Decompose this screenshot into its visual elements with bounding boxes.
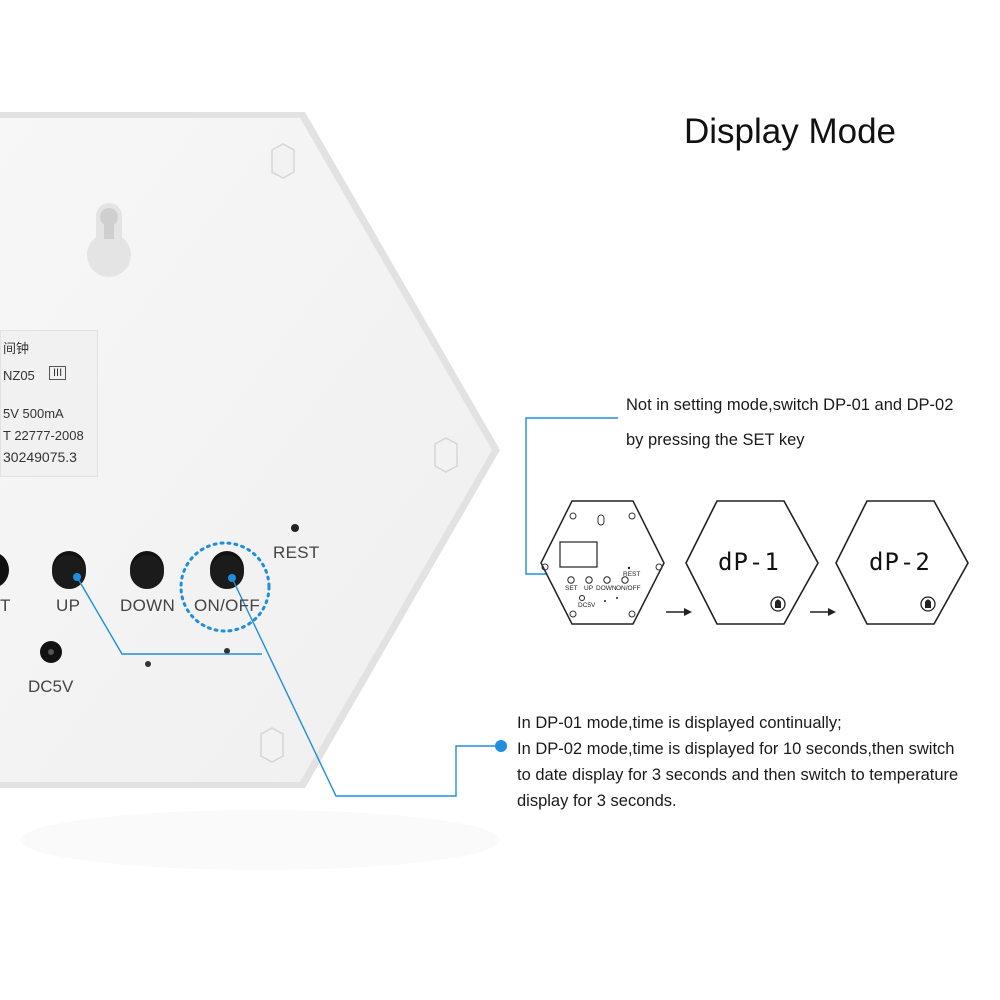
diagram-label-dc5v: DC5V <box>578 602 596 609</box>
note-bottom-line3: to date display for 3 seconds and then s… <box>517 766 959 784</box>
bullet-dot-icon <box>495 740 507 752</box>
arrow-right-icon <box>666 608 692 616</box>
leader-line-up-on-off <box>76 576 497 797</box>
rest-pinhole[interactable] <box>291 524 299 532</box>
set-button-label: T <box>0 596 11 615</box>
label-line: 间钟 <box>3 341 30 356</box>
hex-screw-icon <box>260 727 284 763</box>
diagram-device-back <box>540 500 665 625</box>
dc5v-label: DC5V <box>28 677 74 696</box>
set-button[interactable] <box>0 552 9 588</box>
clock-device-back <box>0 112 500 870</box>
on-off-button-label: ON/OFF <box>194 596 261 615</box>
down-button-label: DOWN <box>120 596 176 615</box>
diagram-label-down: DOWN <box>596 585 617 592</box>
hex-screw-icon <box>434 437 458 473</box>
bell-icon <box>770 596 786 612</box>
diagram-label-set: SET <box>565 585 578 592</box>
diagram-label-on-off: ON/OFF <box>616 585 641 592</box>
rating-label-sticker: 间钟 NZ05 III 5V 500mA T 22777-2008 302490… <box>0 330 98 477</box>
mic-hole <box>224 648 230 654</box>
screen-readout-dp2: dP-2 <box>869 548 931 576</box>
label-line: 30249075.3 <box>3 449 77 465</box>
mic-hole <box>145 661 151 667</box>
leader-line-top-note <box>525 417 618 575</box>
page-title: Display Mode <box>683 112 897 151</box>
note-top-line2: by pressing the SET key <box>626 431 805 449</box>
diagram-label-rest: REST <box>623 571 641 578</box>
screen-readout-dp1: dP-1 <box>718 548 780 576</box>
on-off-button[interactable] <box>179 541 271 633</box>
down-button[interactable] <box>130 551 164 589</box>
note-bottom-line2: In DP-02 mode,time is displayed for 10 s… <box>517 740 955 758</box>
label-line: NZ05 <box>3 368 35 383</box>
diagram-label-up: UP <box>584 585 594 592</box>
rest-label: REST <box>273 543 320 562</box>
note-top-line1: Not in setting mode,switch DP-01 and DP-… <box>626 396 954 414</box>
display-dp2 <box>835 500 969 625</box>
up-button-label: UP <box>56 596 81 615</box>
dc5v-jack <box>40 641 62 663</box>
arrow-right-icon <box>810 608 836 616</box>
class-mark: III <box>49 366 67 380</box>
hex-screw-icon <box>271 143 295 179</box>
label-line: 5V 500mA <box>3 406 64 421</box>
note-bottom-line4: display for 3 seconds. <box>517 792 677 810</box>
display-dp1 <box>685 500 819 625</box>
keyhole-slot-icon <box>87 203 131 277</box>
label-line: T 22777-2008 <box>3 428 84 443</box>
bell-icon <box>920 596 936 612</box>
note-bottom-line1: In DP-01 mode,time is displayed continua… <box>517 714 842 732</box>
